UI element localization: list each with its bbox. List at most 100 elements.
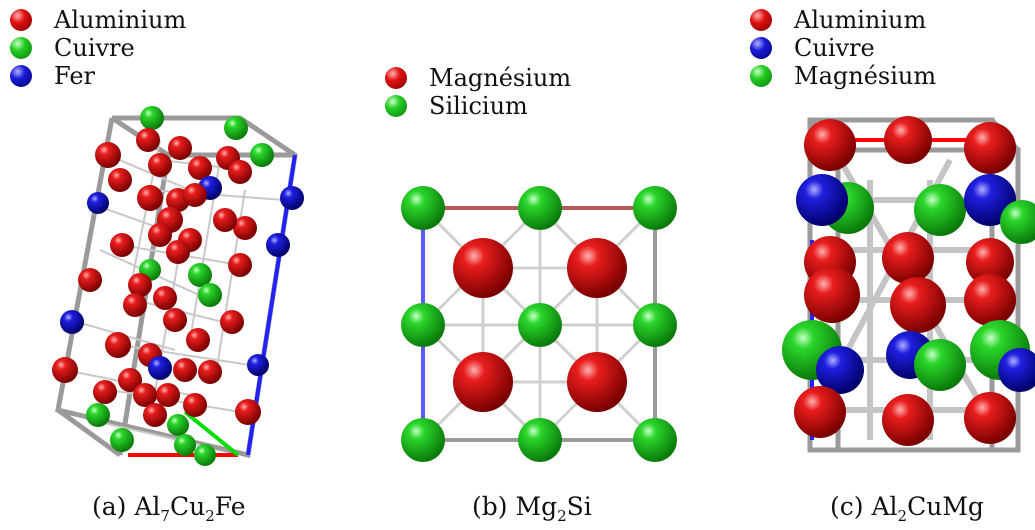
green-atom [401,303,445,347]
green-atom [518,186,562,230]
crystal-structure-mg2si [401,186,677,462]
red-atom [110,233,134,257]
atoms [401,186,677,462]
green-atom [401,418,445,462]
formula-element: Cu [907,492,943,521]
red-atom [220,310,244,334]
green-atom [198,283,222,307]
red-atom [567,238,627,298]
formula-subscript: 2 [897,507,908,525]
blue-atom [87,192,109,214]
red-atom [198,360,222,384]
panel-b: Magnésium Silicium (b) Mg2Si [345,0,690,530]
legend-item-aluminium: Aluminium [10,6,186,34]
formula-subscript: 2 [205,507,215,525]
red-atom [964,392,1016,444]
legend-item-cuivre: Cuivre [10,34,186,62]
green-atom [224,116,248,140]
formula-subscript: 7 [160,507,170,525]
red-atom [235,399,261,425]
legend-c: Aluminium Cuivre Magnésium [750,6,936,90]
red-atom [118,368,142,392]
legend-label: Aluminium [54,6,187,34]
red-atom [964,122,1016,174]
red-atom [233,216,257,240]
red-atom [166,240,190,264]
red-atom [804,119,856,171]
red-atom [183,393,207,417]
red-atom [966,238,1014,286]
red-atom [153,286,177,310]
green-atom [1000,200,1035,244]
green-atom [188,263,212,287]
red-atom [453,238,513,298]
green-atom [401,186,445,230]
caption-a: (a) Al7Cu2Fe [92,492,246,525]
formula-element: Mg [942,492,984,521]
red-atom [882,232,934,284]
red-atom [133,383,157,407]
silicium-sphere-icon [385,95,407,117]
red-atom [188,156,212,180]
legend-item-silicium: Silicium [385,92,571,120]
green-atom [518,418,562,462]
green-atom [633,303,677,347]
atoms [782,116,1035,446]
red-atom [890,277,946,333]
green-atom [167,414,189,436]
blue-atom [816,346,864,394]
red-atom [78,268,102,292]
caption-label: (b) [472,492,516,521]
legend-item-fer: Fer [10,62,186,90]
red-atom [93,380,117,404]
red-atom [882,394,934,446]
formula-subscript: 2 [557,507,567,525]
red-atom [95,142,121,168]
red-atom [884,116,932,164]
red-atom [156,383,180,407]
green-atom [633,186,677,230]
red-atom [105,332,131,358]
green-atom [194,444,216,466]
fer-sphere-icon [10,65,32,87]
formula-element: Al [871,492,898,521]
red-atom [128,273,152,297]
green-atom [914,184,966,236]
red-atom [228,253,252,277]
legend-label: Magnésium [429,64,572,92]
red-atom [137,185,163,211]
atoms [52,106,304,466]
red-atom [228,160,252,184]
red-atom [148,153,172,177]
blue-atom [247,354,269,376]
red-atom [52,357,78,383]
green-atom [633,418,677,462]
red-atom [213,208,237,232]
caption-b: (b) Mg2Si [472,492,592,525]
crystal-structure-al2cumg [782,116,1035,453]
legend-item-aluminium: Aluminium [750,6,936,34]
green-atom [518,303,562,347]
legend-label: Aluminium [794,6,927,34]
green-atom [914,339,966,391]
legend-label: Cuivre [794,34,875,62]
crystal-structure-al7cu2fe [52,106,304,466]
red-atom [123,293,147,317]
green-atom [250,143,274,167]
aluminium-sphere-icon [10,9,32,31]
blue-atom [266,233,290,257]
blue-atom [60,310,84,334]
legend-label: Silicium [429,92,528,120]
formula-element: Fe [214,492,246,521]
legend-a: Aluminium Cuivre Fer [10,6,186,90]
formula-element: Al [134,492,161,521]
aluminium-sphere-icon [750,9,772,31]
red-atom [453,352,513,412]
red-atom [794,386,846,438]
blue-atom [148,356,172,380]
red-atom [186,328,210,352]
formula-element: Cu [169,492,206,521]
legend-label: Fer [54,62,96,90]
legend-label: Cuivre [54,34,135,62]
blue-atom [998,348,1035,392]
